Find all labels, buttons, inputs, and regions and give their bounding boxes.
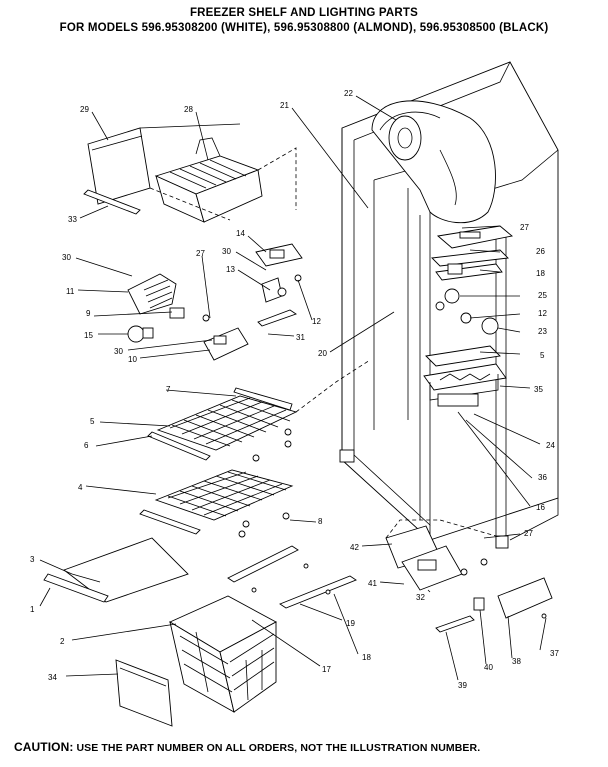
callout-39: 39 <box>458 681 467 690</box>
callout-22: 22 <box>344 89 353 98</box>
callout-9: 9 <box>86 309 91 318</box>
callout-27a: 27 <box>196 249 205 258</box>
callout-33: 33 <box>68 215 77 224</box>
callout-10: 10 <box>128 355 137 364</box>
callout-4: 4 <box>78 483 83 492</box>
callout-12a: 12 <box>312 317 321 326</box>
freezer-basket <box>115 595 277 727</box>
callout-31: 31 <box>296 333 305 342</box>
wire-shelf-upper <box>147 387 298 462</box>
callout-7: 7 <box>166 385 171 394</box>
callout-13: 13 <box>226 265 235 274</box>
callout-3: 3 <box>30 555 35 564</box>
caution-text: USE THE PART NUMBER ON ALL ORDERS, NOT T… <box>76 742 481 754</box>
callout-19: 19 <box>346 619 355 628</box>
air-duct-assembly <box>371 100 496 224</box>
callout-40: 40 <box>484 663 493 672</box>
light-switch-parts <box>435 577 553 633</box>
model-numbers: FOR MODELS 596.95308200 (WHITE), 596.953… <box>59 22 549 34</box>
callout-34: 34 <box>48 673 57 682</box>
upper-light-housing <box>423 225 514 407</box>
callout-30b: 30 <box>62 253 71 262</box>
light-assembly <box>127 273 249 361</box>
callout-27c: 27 <box>524 529 533 538</box>
callout-16: 16 <box>536 503 545 512</box>
caution-note: CAUTION: USE THE PART NUMBER ON ALL ORDE… <box>14 740 480 754</box>
light-bracket-14 <box>255 243 303 327</box>
callout-28: 28 <box>184 105 193 114</box>
callout-27b: 27 <box>520 223 529 232</box>
callout-38: 38 <box>512 657 521 666</box>
lower-light-housing <box>385 519 497 591</box>
callout-30c: 30 <box>114 347 123 356</box>
leader-lines <box>39 95 547 681</box>
callout-21: 21 <box>280 101 289 110</box>
callout-23: 23 <box>538 327 547 336</box>
callout-11: 11 <box>66 287 75 296</box>
diagram-title: FREEZER SHELF AND LIGHTING PARTS <box>189 7 419 19</box>
callout-8: 8 <box>318 517 323 526</box>
callout-2: 2 <box>60 637 65 646</box>
callout-42: 42 <box>350 543 359 552</box>
callout-14: 14 <box>236 229 245 238</box>
callout-17: 17 <box>322 665 331 674</box>
callout-30a: 30 <box>222 247 231 256</box>
callout-6: 6 <box>84 441 89 450</box>
callout-37: 37 <box>550 649 559 658</box>
callout-26: 26 <box>536 247 545 256</box>
callout-18: 18 <box>536 269 545 278</box>
callout-20: 20 <box>318 349 327 358</box>
callout-15: 15 <box>84 331 93 340</box>
crisper-cover-3 <box>43 537 189 603</box>
basket-rails <box>227 545 357 609</box>
diagram-header: FREEZER SHELF AND LIGHTING PARTS FOR MOD… <box>0 6 608 36</box>
callout-35: 35 <box>534 385 543 394</box>
callout-29: 29 <box>80 105 89 114</box>
callout-36: 36 <box>538 473 547 482</box>
callout-32: 32 <box>416 593 425 602</box>
callout-labels: 29 28 33 21 22 14 30 13 12 27 30 11 9 15… <box>30 89 559 690</box>
wire-shelf-lower <box>139 469 294 538</box>
callout-12b: 12 <box>538 309 547 318</box>
callout-41: 41 <box>368 579 377 588</box>
callout-5a: 5 <box>540 351 545 360</box>
caution-label: CAUTION: <box>14 740 74 754</box>
callout-1: 1 <box>30 605 35 614</box>
shelf-cover-29 <box>83 127 151 215</box>
callout-25: 25 <box>538 291 547 300</box>
callout-5b: 5 <box>90 417 95 426</box>
callout-18b: 18 <box>362 653 371 662</box>
callout-24: 24 <box>546 441 555 450</box>
door-shelf-28 <box>154 137 263 223</box>
